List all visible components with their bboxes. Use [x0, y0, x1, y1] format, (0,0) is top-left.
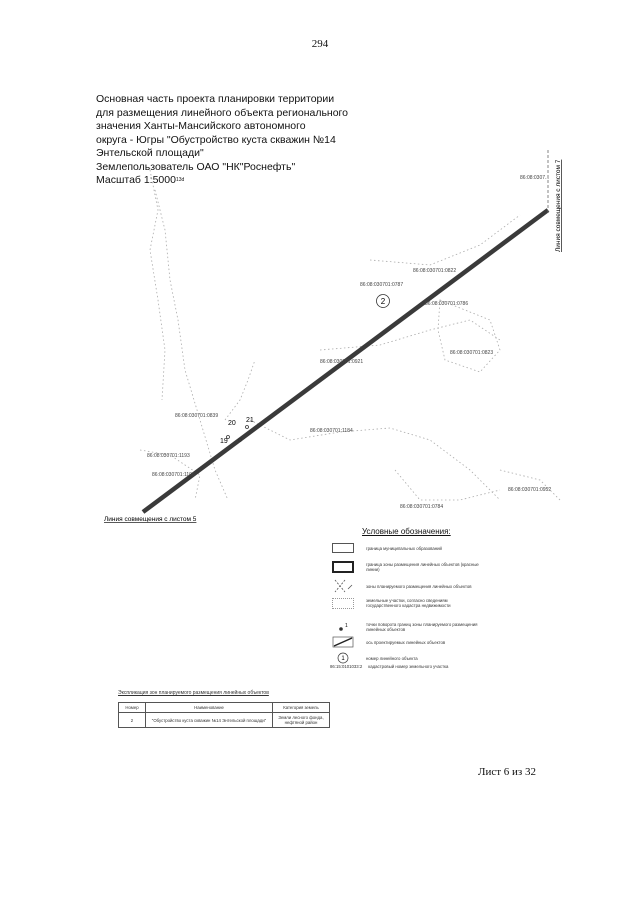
scale-line: Масштаб 1:500013d — [96, 174, 396, 188]
parcel-boundaries — [139, 169, 561, 501]
cadastral-label: 86:08:030701:1184 — [310, 428, 353, 434]
turning-point-symbol: 1 — [332, 621, 354, 633]
legend-item: 1 точки поворота границ зоны планируемог… — [332, 621, 492, 633]
legend-item: граница муниципальных образований — [332, 542, 442, 554]
cadastral-label: 86:08:030701:0921 — [320, 359, 363, 365]
legend-text: кадастровый номер земельного участка — [368, 664, 449, 669]
sheet-label: Лист 6 из 32 — [478, 766, 537, 778]
cadastral-label: 86:08:030701:0952 — [508, 487, 551, 493]
axis-symbol — [332, 636, 354, 648]
municipal-boundary-symbol — [332, 542, 354, 554]
table-cell: Земли лесного фонда, нефтяной район — [272, 712, 330, 728]
cadastral-label: 86:08:030701:0839 — [175, 413, 218, 419]
cadastral-label: 86:08:030701:1193 — [147, 453, 190, 459]
page-number: 294 — [311, 38, 329, 50]
object-number: 2 — [381, 297, 386, 306]
scale-label: Масштаб 1:5000 — [96, 174, 176, 186]
legend-item: земельные участки, согласно сведениям го… — [332, 597, 492, 609]
cadastral-label: 86:08:030701:0823 — [450, 350, 493, 356]
right-edge-label: Линия совмещения с листом 7 — [555, 159, 562, 252]
table-cell: "Обустройство куста скважин №14 Энтельск… — [145, 712, 273, 728]
title-line: значения Ханты-Мансийского автономного — [96, 120, 306, 132]
legend-text: земельные участки, согласно сведениям го… — [366, 598, 451, 608]
cadastral-label: 86:08:030701:0784 — [400, 504, 443, 510]
linear-object-axis — [141, 208, 550, 514]
dotted-parcel-symbol — [332, 597, 354, 609]
legend-text: ось проектируемых линейных объектов — [366, 639, 446, 645]
point-label: 19 — [220, 438, 228, 445]
legend-item: граница зоны размещения линейных объекто… — [332, 561, 492, 573]
cadastral-label: 86:08:030701:0786 — [425, 301, 468, 307]
legend-item: 86:15:0101033:2 кадастровый номер земель… — [330, 664, 448, 669]
title-line: для размещения линейного объекта региона… — [96, 106, 348, 119]
point-label: 21 — [246, 417, 254, 424]
cadastral-label: 86:08:0307... — [520, 175, 549, 181]
cadastral-label: 86:08:030701:0787 — [360, 282, 403, 288]
circle-mark: 1 — [341, 656, 345, 662]
legend-text: граница муниципальных образований — [366, 545, 442, 551]
table-header: Категория земель — [272, 702, 330, 713]
table-cell: 2 — [118, 712, 146, 728]
legend-title: Условные обозначения: — [362, 527, 451, 536]
turning-points — [226, 425, 249, 442]
turning-point-mark: 1 — [345, 623, 348, 629]
explication-table: Номер Наименование Категория земель 2 "О… — [118, 702, 330, 728]
cadastral-label: 86:08:030701:1106 — [152, 472, 195, 478]
legend-item: ось проектируемых линейных объектов — [332, 636, 492, 648]
legend-text: точки поворота границ зоны планируемого … — [366, 622, 478, 632]
cross-symbol — [332, 579, 354, 593]
zone-boundary-symbol — [332, 561, 354, 573]
legend-item: зоны планируемого размещения линейных об… — [332, 579, 492, 593]
title-line: округа - Югры "Обустройство куста скважи… — [96, 133, 336, 146]
object-number-circle — [376, 294, 390, 308]
table-header: Номер — [118, 702, 146, 713]
title-line: Основная часть проекта планировки террит… — [96, 93, 335, 105]
point-label: 20 — [228, 420, 236, 427]
legend-item: 1 номер линейного объекта — [332, 652, 492, 664]
legend-text: номер линейного объекта — [366, 655, 418, 661]
table-header: Наименование — [145, 702, 273, 713]
document-title: Основная часть проекта планировки террит… — [96, 93, 396, 188]
bottom-edge-label: Линия совмещения с листом 5 — [104, 516, 197, 523]
cadastral-example: 86:15:0101033:2 — [330, 664, 363, 669]
legend-text: граница зоны размещения линейных объекто… — [366, 562, 479, 572]
cadastral-label: 86:08:030701:0822 — [413, 268, 456, 274]
title-line: Землепользователь ОАО "НК"Роснефть" — [96, 160, 296, 173]
explication-title: Экспликация зон планируемого размещения … — [118, 690, 269, 696]
title-line: Энтельской площади" — [96, 147, 204, 159]
scale-sup: 13d — [175, 177, 185, 183]
legend-text: зоны планируемого размещения линейных об… — [366, 583, 472, 589]
circled-number-symbol: 1 — [332, 652, 354, 664]
cadastral-labels: 86:08:0307... 86:08:030701:0822 86:08:03… — [147, 175, 551, 510]
table-row: 2 "Обустройство куста скважин №14 Энтель… — [118, 712, 330, 728]
